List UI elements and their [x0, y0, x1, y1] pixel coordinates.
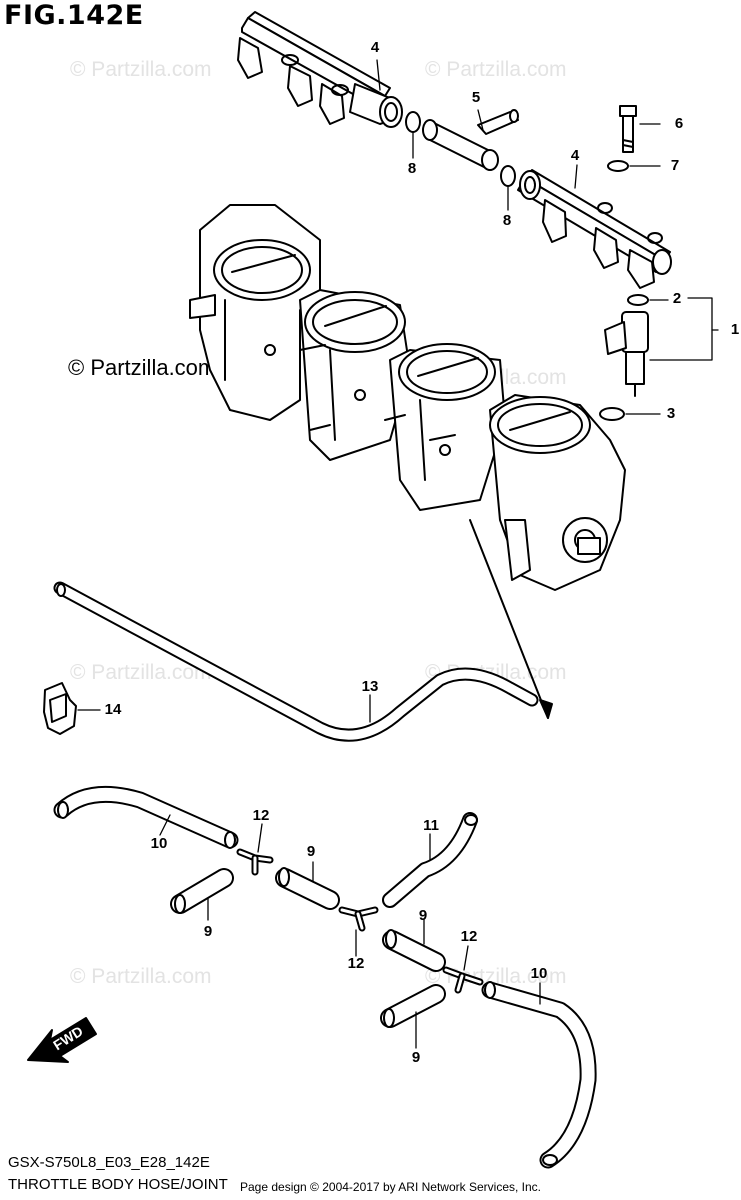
- watermark: © Partzilla.com: [70, 965, 212, 988]
- o-ring: [500, 165, 516, 187]
- watermark: © Partzilla.com: [425, 58, 567, 81]
- callout-12-middle[interactable]: 12: [347, 955, 365, 972]
- washer: [607, 160, 629, 172]
- injector-o-ring-upper: [627, 294, 649, 306]
- pointer-arrow-line: [469, 519, 549, 719]
- copyright-notice: Page design © 2004-2017 by ARI Network S…: [240, 1180, 542, 1194]
- joint-12-upper: [236, 848, 274, 876]
- hose-9: [170, 868, 234, 914]
- hose-10-lower: [481, 981, 597, 1169]
- model-code: GSX-S750L8_E03_E28_142E: [8, 1154, 210, 1171]
- injector-o-ring-lower: [599, 407, 625, 421]
- callout-5[interactable]: 5: [471, 89, 481, 106]
- callout-10-upper[interactable]: 10: [150, 835, 168, 852]
- figure-title: FIG.142E: [4, 0, 144, 31]
- callout-1[interactable]: 1: [730, 321, 740, 338]
- hose-9: [382, 929, 446, 972]
- callout-9-d[interactable]: 9: [411, 1049, 421, 1066]
- figure-caption: THROTTLE BODY HOSE/JOINT: [8, 1176, 228, 1193]
- hose-10-upper: [53, 785, 239, 849]
- callout-9-b[interactable]: 9: [203, 923, 213, 940]
- callout-12-upper[interactable]: 12: [252, 807, 270, 824]
- joint-12-lower: [442, 966, 484, 994]
- joint-pipe: [422, 109, 519, 171]
- hose-9: [275, 867, 340, 910]
- hose-13: [53, 581, 539, 742]
- watermark: © Partzilla.com: [70, 58, 212, 81]
- callout-9-c[interactable]: 9: [418, 907, 428, 924]
- throttle-body: [189, 204, 626, 591]
- callout-8-left[interactable]: 8: [407, 160, 417, 177]
- callout-7[interactable]: 7: [670, 157, 680, 174]
- callout-14[interactable]: 14: [104, 701, 122, 718]
- hose-11: [382, 812, 478, 908]
- callout-13[interactable]: 13: [361, 678, 379, 695]
- fwd-arrow: [27, 1017, 97, 1063]
- bolt: [619, 105, 637, 153]
- callout-4-upper[interactable]: 4: [370, 39, 380, 56]
- callout-2[interactable]: 2: [672, 290, 682, 307]
- callout-4-lower[interactable]: 4: [570, 147, 580, 164]
- callout-10-lower[interactable]: 10: [530, 965, 548, 982]
- callout-8-right[interactable]: 8: [502, 212, 512, 229]
- callout-9-a[interactable]: 9: [306, 843, 316, 860]
- joint-12-middle: [338, 906, 379, 932]
- callout-6[interactable]: 6: [674, 115, 684, 132]
- fuel-rail-lower: [517, 169, 672, 289]
- callout-3[interactable]: 3: [666, 405, 676, 422]
- hose-9: [380, 984, 446, 1028]
- fuel-rail-upper: [237, 11, 403, 128]
- watermark: © Partzilla.com: [70, 661, 212, 684]
- callout-12-lower[interactable]: 12: [460, 928, 478, 945]
- watermark-strong: © Partzilla.com: [68, 355, 217, 380]
- injector: [604, 311, 649, 397]
- hose-clamp: [43, 682, 77, 735]
- callout-11[interactable]: 11: [423, 817, 439, 834]
- leader-lines: [77, 59, 719, 1049]
- o-ring: [405, 111, 421, 133]
